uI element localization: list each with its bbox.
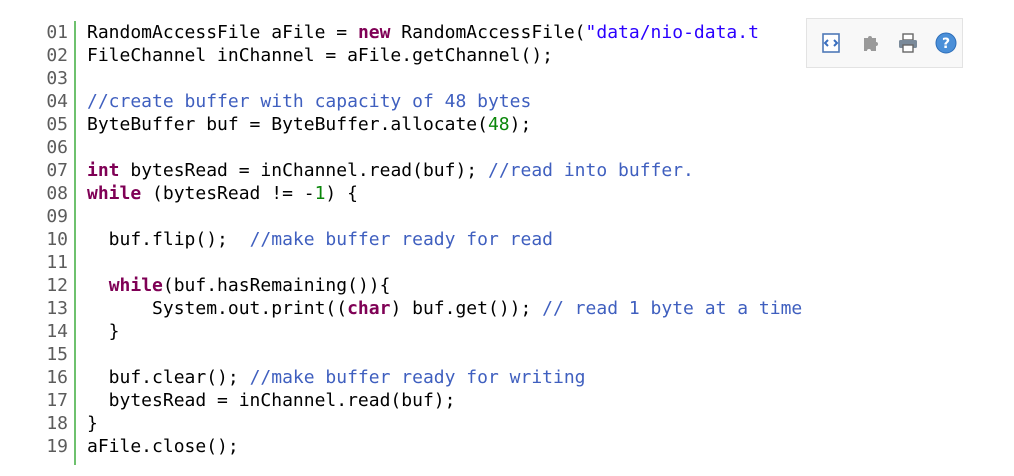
code-line: 19 aFile.close(); [0, 435, 1014, 458]
line-code: System.out.print((char) buf.get()); // r… [87, 297, 802, 320]
line-number: 08 [46, 183, 68, 204]
view-source-icon[interactable] [819, 30, 845, 56]
line-code: //create buffer with capacity of 48 byte… [87, 90, 531, 113]
code-toolbar: ? [806, 18, 963, 68]
code-line: 07 int bytesRead = inChannel.read(buf); /… [0, 159, 1014, 182]
help-icon[interactable]: ? [933, 30, 959, 56]
code-token: // read 1 byte at a time [542, 298, 803, 319]
code-line: 15 [0, 343, 1014, 366]
code-token [87, 275, 109, 296]
code-line: 08 while (bytesRead != -1) { [0, 182, 1014, 205]
line-number: 13 [46, 298, 68, 319]
code-token: FileChannel inChannel = aFile.getChannel… [87, 45, 553, 66]
line-number: 12 [46, 275, 68, 296]
line-code: aFile.close(); [87, 435, 239, 458]
code-token: while [108, 275, 163, 296]
code-line: 10 buf.flip(); //make buffer ready for r… [0, 228, 1014, 251]
code-line: 12 while(buf.hasRemaining()){ [0, 274, 1014, 297]
code-token: RandomAccessFile aFile = [87, 22, 358, 43]
line-number: 09 [46, 206, 68, 227]
print-icon[interactable] [895, 30, 921, 56]
code-token: (bytesRead != - [141, 183, 315, 204]
line-code: while (bytesRead != -1) { [87, 182, 358, 205]
line-number: 18 [46, 413, 68, 434]
code-line: 11 [0, 251, 1014, 274]
line-number: 04 [46, 91, 68, 112]
code-token: new [357, 22, 391, 43]
line-number: 01 [46, 22, 68, 43]
line-number: 17 [46, 390, 68, 411]
code-token: //read into buffer. [487, 160, 694, 181]
code-line: 17 bytesRead = inChannel.read(buf); [0, 389, 1014, 412]
code-token: bytesRead = inChannel.read(buf); [119, 160, 488, 181]
copy-clipboard-icon[interactable] [857, 30, 883, 56]
line-number: 07 [46, 160, 68, 181]
code-token: System.out.print(( [87, 298, 348, 319]
code-token: "data/nio-data.t [585, 22, 759, 43]
code-token: //create buffer with capacity of 48 byte… [87, 91, 532, 112]
code-token: } [87, 321, 120, 342]
line-number: 16 [46, 367, 68, 388]
code-line: 05 ByteBuffer buf = ByteBuffer.allocate(4… [0, 113, 1014, 136]
line-code: } [87, 412, 98, 435]
code-token: 48 [487, 114, 510, 135]
code-token: ); [509, 114, 532, 135]
code-line: 02 FileChannel inChannel = aFile.getChann… [0, 44, 1014, 67]
line-code: int bytesRead = inChannel.read(buf); //r… [87, 159, 694, 182]
code-line: 14 } [0, 320, 1014, 343]
code-token: (buf.hasRemaining()){ [162, 275, 391, 296]
code-line: 09 [0, 205, 1014, 228]
line-code: RandomAccessFile aFile = new RandomAcces… [87, 21, 759, 44]
code-line: 16 buf.clear(); //make buffer ready for … [0, 366, 1014, 389]
code-line: 18} [0, 412, 1014, 435]
line-code: ByteBuffer buf = ByteBuffer.allocate(48)… [87, 113, 531, 136]
code-token: //make buffer ready for read [249, 229, 553, 250]
code-line: 04 //create buffer with capacity of 48 by… [0, 90, 1014, 113]
line-number-gutter [0, 21, 76, 465]
line-number: 11 [46, 252, 68, 273]
line-number: 03 [46, 68, 68, 89]
line-number: 15 [46, 344, 68, 365]
line-number: 14 [46, 321, 68, 342]
line-code: } [87, 320, 120, 343]
code-token: int [87, 160, 120, 181]
code-token: buf.flip(); [87, 229, 250, 250]
line-code: buf.flip(); //make buffer ready for read [87, 228, 553, 251]
code-token: ) { [325, 183, 358, 204]
line-code: bytesRead = inChannel.read(buf); [87, 389, 456, 412]
code-line: 03 [0, 67, 1014, 90]
code-token: ByteBuffer buf = ByteBuffer.allocate( [87, 114, 488, 135]
code-line: 13 System.out.print((char) buf.get()); /… [0, 297, 1014, 320]
code-token: aFile.close(); [87, 436, 239, 457]
line-code: buf.clear(); //make buffer ready for wri… [87, 366, 586, 389]
code-token: buf.clear(); [87, 367, 250, 388]
code-token: ) buf.get()); [390, 298, 543, 319]
line-number: 05 [46, 114, 68, 135]
line-number: 19 [46, 436, 68, 457]
code-token: char [347, 298, 391, 319]
code-line: 06 [0, 136, 1014, 159]
line-code: FileChannel inChannel = aFile.getChannel… [87, 44, 553, 67]
code-token: RandomAccessFile( [390, 22, 586, 43]
code-token: //make buffer ready for writing [249, 367, 586, 388]
code-token: while [87, 183, 142, 204]
line-code: while(buf.hasRemaining()){ [87, 274, 391, 297]
code-token: bytesRead = inChannel.read(buf); [87, 390, 456, 411]
svg-text:?: ? [942, 36, 950, 52]
line-number: 06 [46, 137, 68, 158]
line-number: 10 [46, 229, 68, 250]
code-line: 01 RandomAccessFile aFile = new RandomAcc… [0, 21, 1014, 44]
code-token: 1 [314, 183, 326, 204]
code-lines: 01 RandomAccessFile aFile = new RandomAcc… [0, 21, 1014, 458]
line-number: 02 [46, 45, 68, 66]
code-token: } [87, 413, 98, 434]
